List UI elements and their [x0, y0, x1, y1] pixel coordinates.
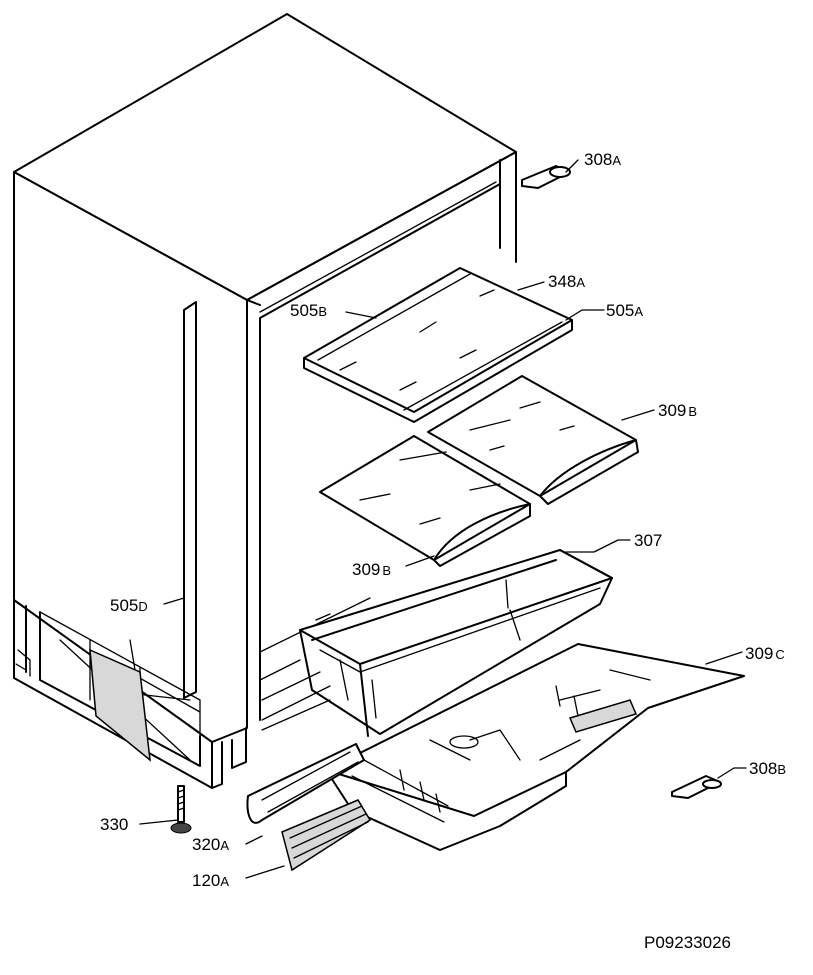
leader-lines: [139, 159, 747, 879]
drawing-code: P09233026: [644, 933, 731, 952]
door-seal-505D: [183, 301, 197, 699]
label-307: 307: [634, 531, 662, 550]
glass-shelf-348A: [303, 267, 573, 423]
crisper-cover-309B-top: [427, 375, 639, 505]
cabinet: [13, 13, 517, 789]
bottom-panel-309C: [325, 643, 745, 851]
filter-mesh-120A: [281, 799, 372, 872]
label-330: 330: [100, 815, 128, 834]
label-348A: 348A: [548, 272, 585, 291]
label-505A: 505A: [606, 301, 643, 320]
label-505D: 505D: [110, 596, 148, 615]
crisper-cover-309B-bottom: [319, 435, 531, 567]
hinge-308B: [671, 775, 722, 799]
vegetable-drawer-307: [299, 549, 613, 737]
label-505B: 505B: [290, 301, 327, 320]
hinge-308A: [521, 165, 571, 189]
label-308A: 308A: [584, 150, 621, 169]
cabinet-front-frame: [246, 151, 517, 721]
label-308B: 308B: [749, 759, 786, 778]
label-120A: 120A: [192, 871, 229, 890]
label-320A: 320A: [192, 835, 229, 854]
adjustable-foot-330: [170, 785, 192, 834]
front-grille-320A: [246, 743, 365, 824]
